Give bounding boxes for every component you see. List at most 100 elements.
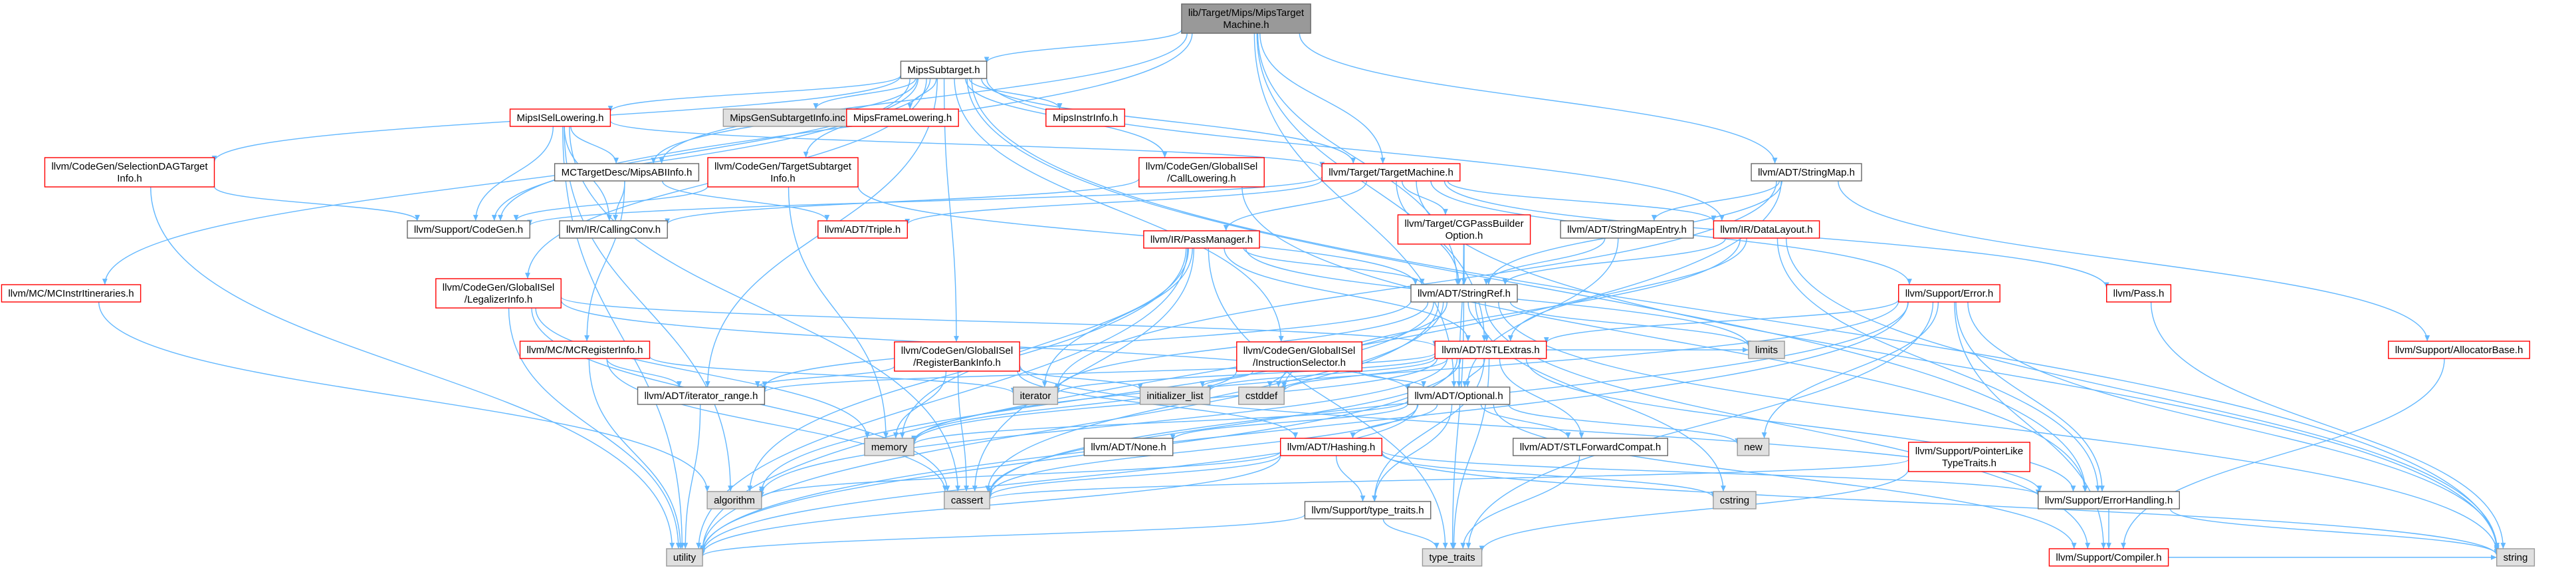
edge-typetraits_s-to-utility	[700, 513, 1306, 557]
node-iterator[interactable]: iterator	[1012, 386, 1059, 405]
edge-legalizer-to-stlextras	[560, 296, 1438, 347]
node-regbank[interactable]: llvm/CodeGen/GlobalISel/RegisterBankInfo…	[894, 341, 1020, 372]
node-framelow[interactable]: MipsFrameLowering.h	[846, 108, 959, 127]
node-subtarget[interactable]: MipsSubtarget.h	[900, 61, 988, 79]
node-optional[interactable]: llvm/ADT/Optional.h	[1407, 386, 1511, 405]
node-memory[interactable]: memory	[864, 438, 914, 456]
edge-subtarget-to-tm	[981, 78, 1356, 164]
node-tm[interactable]: llvm/Target/TargetMachine.h	[1321, 163, 1461, 182]
node-box-instrinfo	[1045, 108, 1125, 127]
node-cstddef[interactable]: cstddef	[1238, 386, 1285, 405]
node-passmgr[interactable]: llvm/IR/PassManager.h	[1143, 230, 1260, 249]
node-algorithm[interactable]: algorithm	[706, 491, 762, 509]
node-utility[interactable]: utility	[666, 548, 703, 567]
node-label-supporterror: llvm/Support/Error.h	[1905, 288, 1994, 299]
node-type_traits[interactable]: type_traits	[1422, 548, 1483, 567]
node-abiinfo[interactable]: MCTargetDesc/MipsABIInfo.h	[554, 163, 700, 182]
edge-isellow-to-utility	[562, 126, 685, 549]
node-compiler[interactable]: llvm/Support/Compiler.h	[2048, 548, 2169, 567]
node-calllow[interactable]: llvm/CodeGen/GlobalISel/CallLowering.h	[1138, 157, 1265, 188]
edge-datalayout-to-errhandling	[1776, 237, 2101, 492]
node-label-pass: llvm/Pass.h	[2113, 288, 2165, 299]
node-box-hashing	[1279, 438, 1382, 456]
node-label-initlist: initializer_list	[1146, 390, 1204, 402]
node-errhandling[interactable]: llvm/Support/ErrorHandling.h	[2037, 491, 2180, 509]
node-cstring[interactable]: cstring	[1713, 491, 1757, 509]
edge-supporterror-to-utility	[700, 301, 1909, 554]
edge-passmgr-to-iterator	[1041, 247, 1193, 388]
node-triple[interactable]: llvm/ADT/Triple.h	[817, 220, 909, 239]
edge-root-to-codegen	[498, 33, 1193, 221]
node-mcreg[interactable]: llvm/MC/MCRegisterInfo.h	[519, 341, 651, 359]
node-stlextras[interactable]: llvm/ADT/STLExtras.h	[1434, 341, 1547, 359]
edge-stlextras-to-cassert	[987, 358, 1461, 494]
node-label-root: Machine.h	[1223, 19, 1269, 31]
node-initlist[interactable]: initializer_list	[1139, 386, 1211, 405]
node-instsel[interactable]: llvm/CodeGen/GlobalISel/InstructionSelec…	[1236, 341, 1362, 372]
node-limits[interactable]: limits	[1748, 341, 1785, 359]
edge-hashing-to-cassert	[987, 454, 1281, 498]
node-datalayout[interactable]: llvm/IR/DataLayout.h	[1713, 220, 1820, 239]
node-box-callconv	[559, 220, 668, 239]
node-string[interactable]: string	[2496, 548, 2535, 567]
node-box-subtarget	[900, 61, 988, 79]
node-cassert[interactable]: cassert	[944, 491, 990, 509]
node-none[interactable]: llvm/ADT/None.h	[1083, 438, 1174, 456]
node-box-seldag	[44, 157, 215, 188]
edge-supporterror-to-type_traits	[1465, 301, 1934, 549]
node-hashing[interactable]: llvm/ADT/Hashing.h	[1279, 438, 1382, 456]
node-gensubinc[interactable]: MipsGenSubtargetInfo.inc	[722, 108, 853, 127]
node-supporterror[interactable]: llvm/Support/Error.h	[1897, 284, 2000, 303]
node-isellow[interactable]: MipsISelLowering.h	[509, 108, 611, 127]
edge-tgtsub-to-memory	[788, 186, 889, 439]
node-box-allocbase	[2387, 341, 2530, 359]
edge-tm-to-passmgr	[1223, 180, 1367, 231]
node-label-itins: llvm/MC/MCInstrItineraries.h	[8, 288, 134, 299]
edge-stringmap-to-mapentry	[1651, 180, 1780, 221]
node-label-string: string	[2504, 552, 2528, 563]
edge-stlextras-to-iterator	[1055, 355, 1436, 394]
edge-supporterror-to-compiler	[1954, 301, 2107, 549]
node-itins[interactable]: llvm/MC/MCInstrItineraries.h	[1, 284, 142, 303]
node-mapentry[interactable]: llvm/ADT/StringMapEntry.h	[1560, 220, 1694, 239]
node-label-regbank: llvm/CodeGen/GlobalISel	[901, 345, 1013, 357]
node-new[interactable]: new	[1737, 438, 1770, 456]
node-label-memory: memory	[871, 442, 908, 453]
node-stringref[interactable]: llvm/ADT/StringRef.h	[1410, 284, 1518, 303]
node-typetraits_s[interactable]: llvm/Support/type_traits.h	[1304, 501, 1432, 519]
edge-passmgr-to-memory	[899, 247, 1190, 439]
node-instrinfo[interactable]: MipsInstrInfo.h	[1045, 108, 1125, 127]
edge-stringref-to-stlextras	[1467, 301, 1489, 342]
node-label-framelow: MipsFrameLowering.h	[853, 112, 952, 124]
node-box-abiinfo	[554, 163, 700, 182]
node-callconv[interactable]: llvm/IR/CallingConv.h	[559, 220, 668, 239]
edge-stlextras-to-cstddef	[1281, 358, 1448, 392]
edge-hashing-to-typetraits_s	[1335, 455, 1366, 502]
node-iterrange[interactable]: llvm/ADT/iterator_range.h	[637, 386, 766, 405]
edge-stringref-to-type_traits	[1449, 301, 1465, 549]
edge-subtarget-to-instrinfo	[968, 78, 1063, 110]
node-label-seldag: llvm/CodeGen/SelectionDAGTarget	[51, 161, 208, 172]
edge-subtarget-to-gensubinc	[813, 78, 916, 110]
node-legalizer[interactable]: llvm/CodeGen/GlobalISel/LegalizerInfo.h	[435, 278, 562, 309]
node-label-cstddef: cstddef	[1245, 390, 1278, 402]
node-label-stringmap: llvm/ADT/StringMap.h	[1758, 167, 1855, 178]
edge-root-to-stringmap	[1299, 33, 1778, 164]
edge-stringref-to-cstring	[1475, 301, 1726, 492]
node-codegen[interactable]: llvm/Support/CodeGen.h	[407, 220, 530, 239]
node-stlfwd[interactable]: llvm/ADT/STLForwardCompat.h	[1512, 438, 1668, 456]
node-stringmap[interactable]: llvm/ADT/StringMap.h	[1751, 163, 1862, 182]
edge-subtarget-to-datalayout	[986, 78, 1725, 221]
edge-tm-to-datalayout	[1447, 180, 1717, 222]
edge-supporterror-to-stlextras	[1544, 299, 1899, 343]
edge-errhandling-to-string	[2169, 508, 2500, 555]
edge-optional-to-memory	[911, 400, 1408, 446]
node-allocbase[interactable]: llvm/Support/AllocatorBase.h	[2387, 341, 2530, 359]
edge-subtarget-to-string	[971, 78, 2500, 552]
node-pass[interactable]: llvm/Pass.h	[2105, 284, 2172, 303]
edge-stringmap-to-allocbase	[1838, 180, 2430, 342]
